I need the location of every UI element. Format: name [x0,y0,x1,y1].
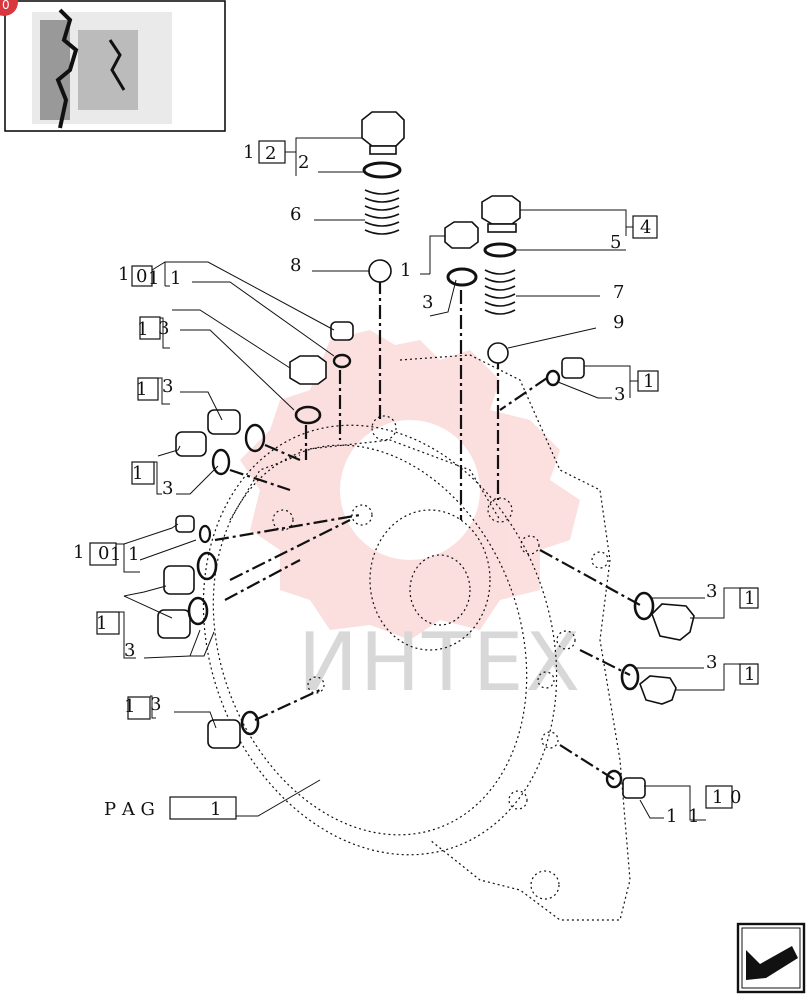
label-11-a: 1 [666,806,677,827]
plug-part-13-f[interactable] [207,719,241,749]
o-ring-31-a[interactable] [633,591,655,621]
ball-8[interactable] [368,259,392,283]
o-ring-13-b[interactable] [244,423,266,453]
label-c-3: 3 [162,478,173,499]
label-f-3: 3 [150,694,161,715]
plug-part-13-a[interactable] [289,355,327,385]
label-6: 6 [290,204,301,225]
label-g-3: 3 [706,581,717,602]
o-ring-2[interactable] [362,161,402,179]
label-b-1: 1 [136,379,147,400]
svg-text:0: 0 [2,0,10,12]
plug-part-13-e[interactable] [157,609,191,639]
o-ring-101-left[interactable] [198,524,212,544]
label-mid-1: 1 [400,260,411,281]
transmission-housing [202,354,631,921]
label-a-1: 1 [137,319,148,340]
label-101a-1: 1 [118,264,129,285]
label-101a-c: 1 [148,268,159,289]
ball-9[interactable] [487,342,509,364]
leader-lines [89,137,759,821]
label-h-1: 1 [744,664,755,685]
label-mid-3: 3 [422,292,433,313]
o-ring-13-e[interactable] [187,596,209,626]
plug-part-31-b[interactable] [639,675,677,705]
o-ring-31-b[interactable] [620,663,640,691]
callout-labels: 1 2 2 6 8 4 5 7 9 1 3 3 1 1 0 1 1 1 3 1 … [73,142,755,827]
plug-part-101-top[interactable] [330,321,354,341]
label-8: 8 [290,255,301,276]
label-10-box: 1 [712,787,723,808]
spring-7[interactable] [484,269,516,315]
label-3-r1: 3 [614,384,625,405]
assembly-axes [214,280,641,781]
label-9: 9 [613,312,624,333]
plug-part-1-right[interactable] [561,357,585,379]
next-page-arrow-button[interactable] [736,922,806,994]
label-d-3: 3 [124,640,135,661]
label-12-1: 1 [243,142,254,163]
label-2: 2 [298,152,309,173]
label-12-2: 2 [265,143,276,164]
label-101a-0: 0 [136,266,147,287]
label-pag-value: 1 [210,799,221,820]
o-ring-3-right[interactable] [545,369,561,387]
badge: 0 [0,0,18,16]
label-101b-c: 1 [110,544,121,565]
o-ring-13-f[interactable] [240,710,260,736]
watermark-logo [240,330,580,640]
label-101a-r: 1 [170,268,181,289]
o-ring-5[interactable] [483,242,517,258]
plug-part-1-mid[interactable] [444,221,479,249]
label-pag: P A G [104,799,155,820]
label-1-r1: 1 [643,371,654,392]
o-ring-101-top[interactable] [332,353,352,369]
label-101b-1: 1 [73,542,84,563]
label-g-1: 1 [744,588,755,609]
plug-part-110[interactable] [622,777,646,799]
o-ring-110[interactable] [605,769,623,789]
label-f-1: 1 [124,696,135,717]
o-ring-13-c[interactable] [211,448,231,476]
watermark-text: ИНТЕХ [298,616,582,709]
o-ring-3-mid[interactable] [446,267,478,287]
label-11-b: 1 [688,806,699,827]
o-ring-13-a[interactable] [294,405,322,425]
label-7: 7 [613,282,624,303]
plug-part-13-c[interactable] [175,431,207,457]
plug-part-13-d[interactable] [163,565,195,595]
label-101b-r: 1 [128,544,139,565]
spring-6[interactable] [364,189,400,235]
label-101b-0: 0 [98,543,109,564]
plug-part-31-a[interactable] [651,603,695,641]
thumbnail-locator[interactable] [4,0,226,132]
plug-part-13-b[interactable] [207,409,241,435]
label-h-3: 3 [706,652,717,673]
plug-part-101-left[interactable] [175,515,195,533]
plug-part-4[interactable] [481,195,521,233]
label-b-3: 3 [162,376,173,397]
label-c-1: 1 [132,463,143,484]
label-a-3: 3 [158,318,169,339]
arrow-icon [746,946,798,980]
label-10-0: 0 [730,787,741,808]
label-d-1: 1 [96,613,107,634]
label-4: 4 [640,217,651,238]
o-ring-13-d[interactable] [196,551,218,581]
label-5: 5 [610,232,621,253]
plug-part-12[interactable] [361,111,405,155]
